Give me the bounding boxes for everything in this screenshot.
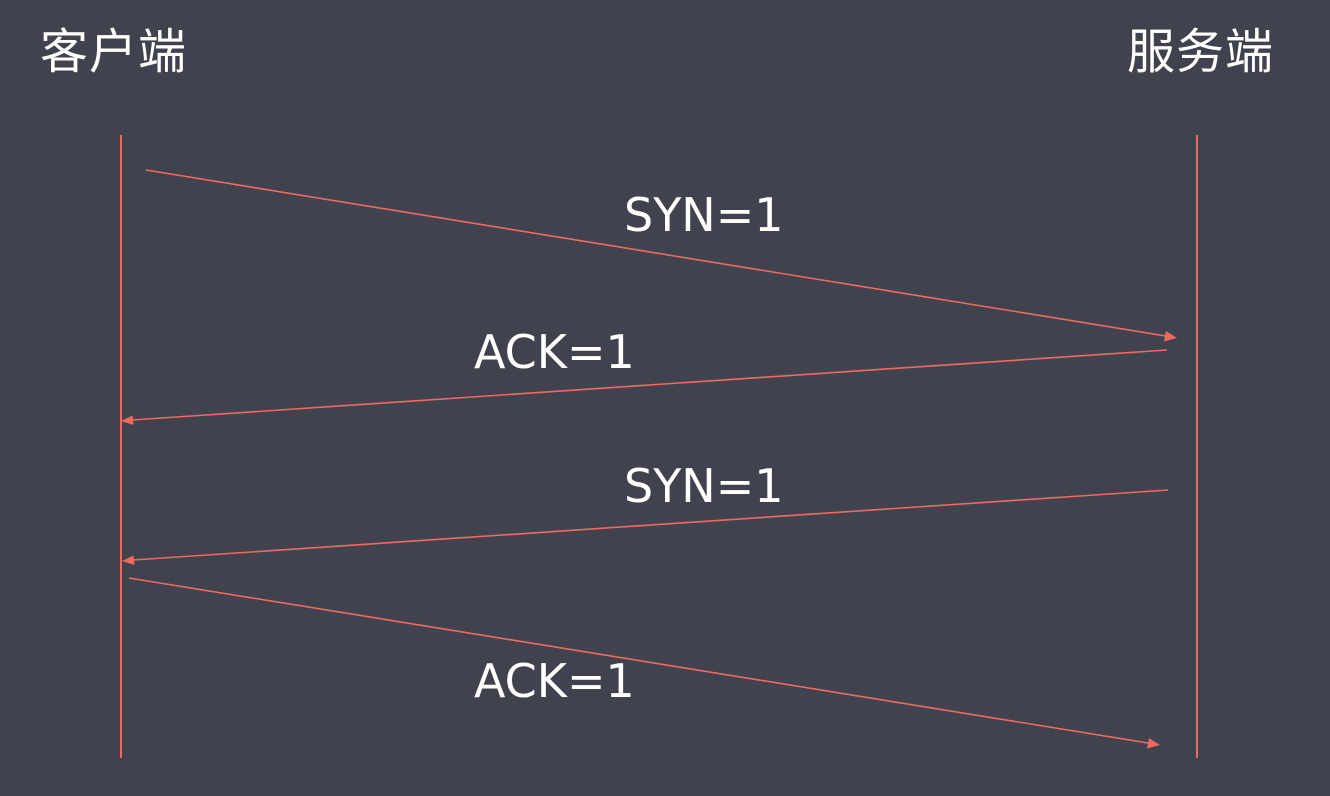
arrowhead-icon — [1164, 331, 1177, 342]
server-label: 服务端 — [1126, 24, 1274, 80]
message-ack-2: ACK=1 — [128, 577, 1160, 749]
arrowhead-icon — [122, 555, 135, 565]
arrowhead-icon — [121, 415, 134, 425]
message-syn-2: SYN=1 — [122, 459, 1169, 565]
message-ack-1: ACK=1 — [121, 325, 1168, 425]
message-line — [145, 169, 1167, 337]
client-label: 客户端 — [40, 24, 188, 80]
message-syn-1: SYN=1 — [145, 169, 1177, 342]
message-line — [131, 349, 1168, 421]
message-label: SYN=1 — [624, 459, 784, 513]
message-label: ACK=1 — [474, 325, 635, 379]
message-line — [128, 577, 1149, 744]
arrowhead-icon — [1147, 738, 1160, 749]
message-line — [132, 489, 1169, 561]
message-label: SYN=1 — [624, 188, 784, 242]
message-label: ACK=1 — [474, 654, 635, 708]
